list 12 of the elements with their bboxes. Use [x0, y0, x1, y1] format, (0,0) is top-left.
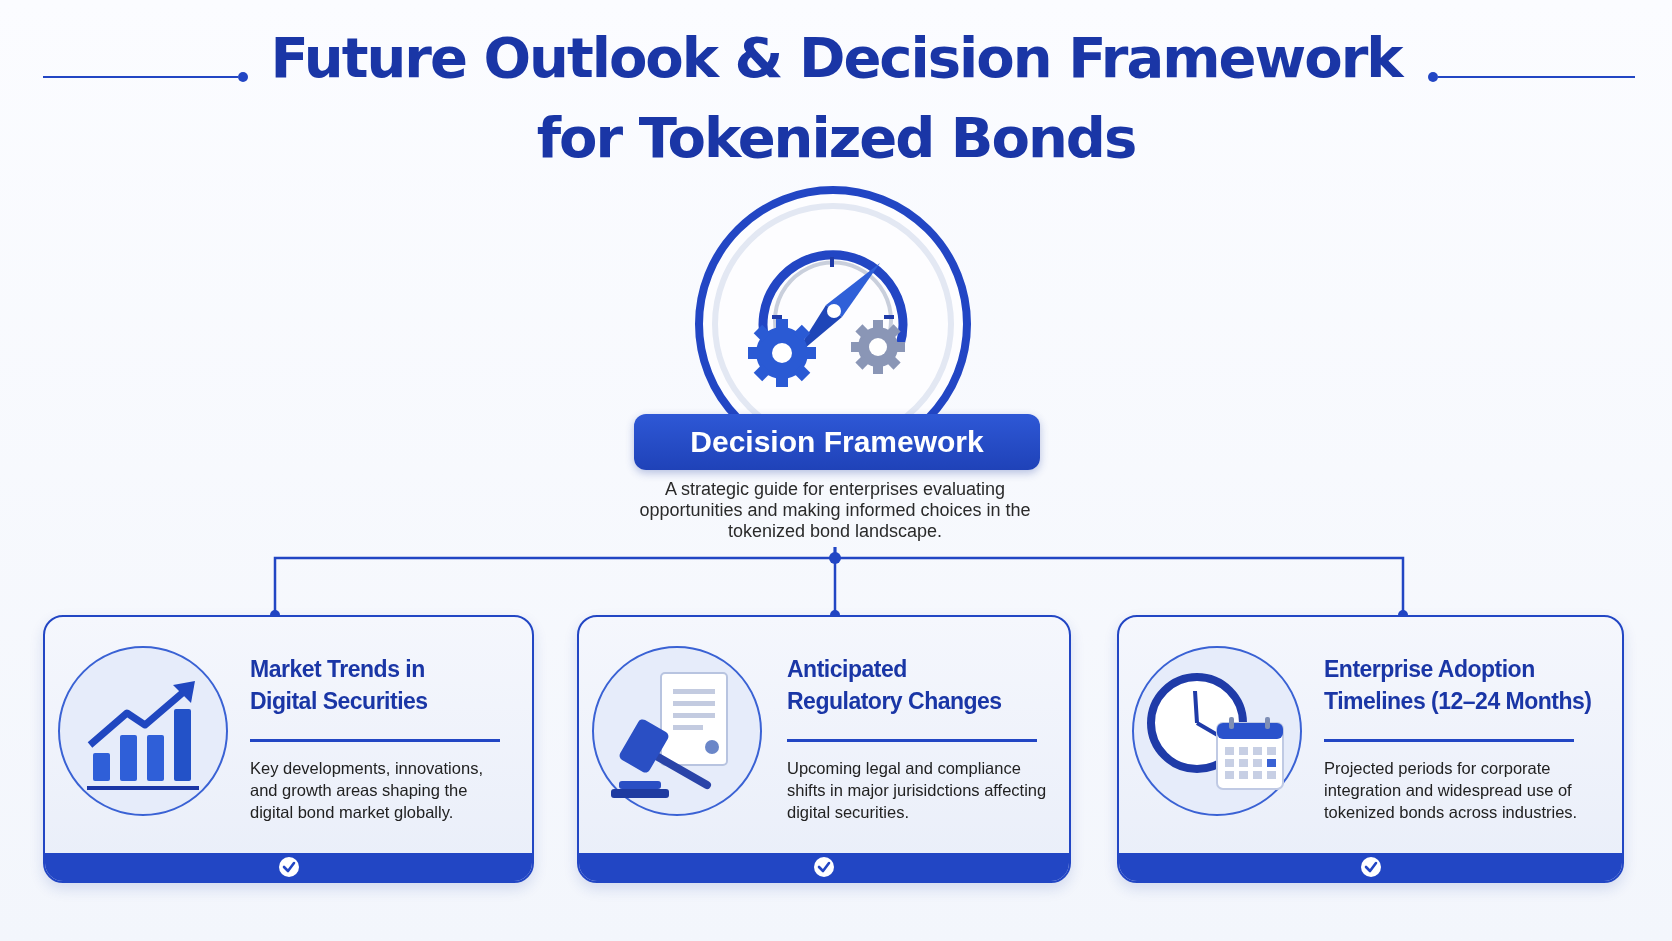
- card-title: Market Trends in Digital Securities: [250, 655, 429, 716]
- description: A strategic guide for enterprises evaluating opportunities and making informed choices in the tokenized bond landscape.: [638, 479, 1032, 542]
- card-title: Anticipated Regulatory Changes: [787, 655, 1003, 716]
- card-description: Key developments, innovations, and growth areas shaping the digital bond market globally.: [250, 758, 484, 823]
- card-description: Upcoming legal and compliance shifts in major jurisidctions affecting digital securities.: [787, 758, 1048, 823]
- title: Future Outlook & Decision Framework for Tokenized Bonds: [269, 24, 1405, 172]
- card-title: Enterprise Adoption Timelines (12–24 Months): [1324, 655, 1593, 716]
- title-banner: Decision Framework: [634, 414, 1040, 470]
- topic-card: [43, 615, 534, 883]
- topic-card: [1117, 615, 1624, 883]
- card-description: Projected periods for corporate integration and widespread use of tokenized bonds across industries.: [1324, 758, 1579, 823]
- topic-card: [577, 615, 1071, 883]
